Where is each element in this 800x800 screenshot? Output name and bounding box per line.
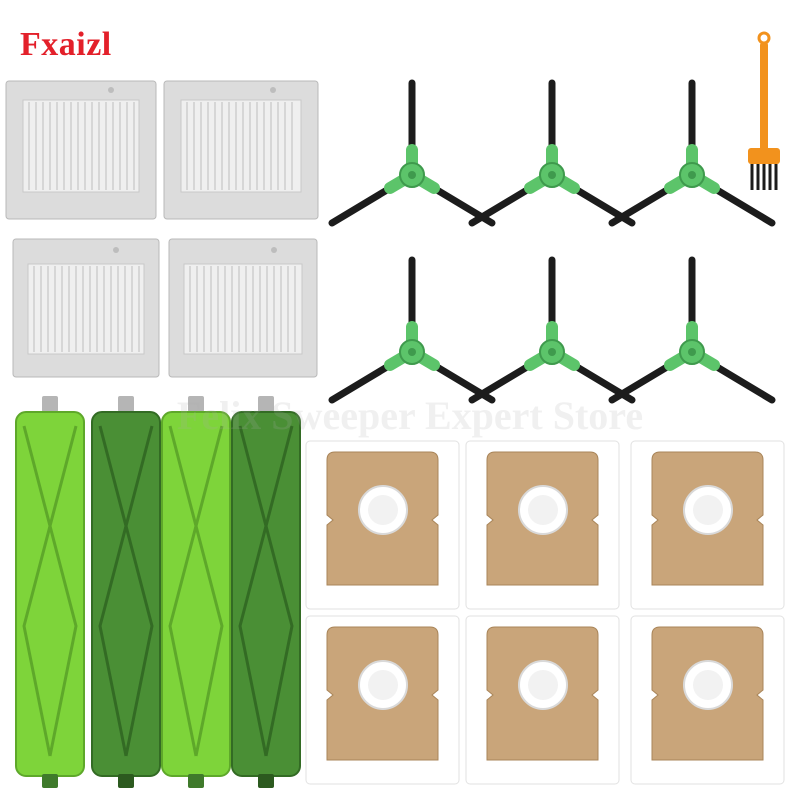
brand-logo: Fxaizl bbox=[20, 26, 112, 63]
store-watermark: Felix Sweeper Expert Store bbox=[176, 393, 644, 438]
hepa-filter bbox=[5, 80, 157, 220]
hepa-filter bbox=[168, 238, 318, 378]
roller-brush bbox=[12, 396, 88, 790]
side-brush bbox=[462, 75, 642, 245]
roller-brush bbox=[158, 396, 234, 790]
dust-bag bbox=[465, 615, 620, 785]
dust-bag bbox=[630, 440, 785, 610]
roller-brush bbox=[228, 396, 304, 790]
dust-bag bbox=[305, 440, 460, 610]
side-brush bbox=[322, 75, 502, 245]
dust-bag bbox=[630, 615, 785, 785]
roller-brush bbox=[88, 396, 164, 790]
dust-bag bbox=[465, 440, 620, 610]
cleaning-tool bbox=[738, 30, 788, 200]
side-brush bbox=[602, 252, 782, 422]
side-brush bbox=[602, 75, 782, 245]
dust-bag bbox=[305, 615, 460, 785]
hepa-filter bbox=[163, 80, 319, 220]
hepa-filter bbox=[12, 238, 160, 378]
